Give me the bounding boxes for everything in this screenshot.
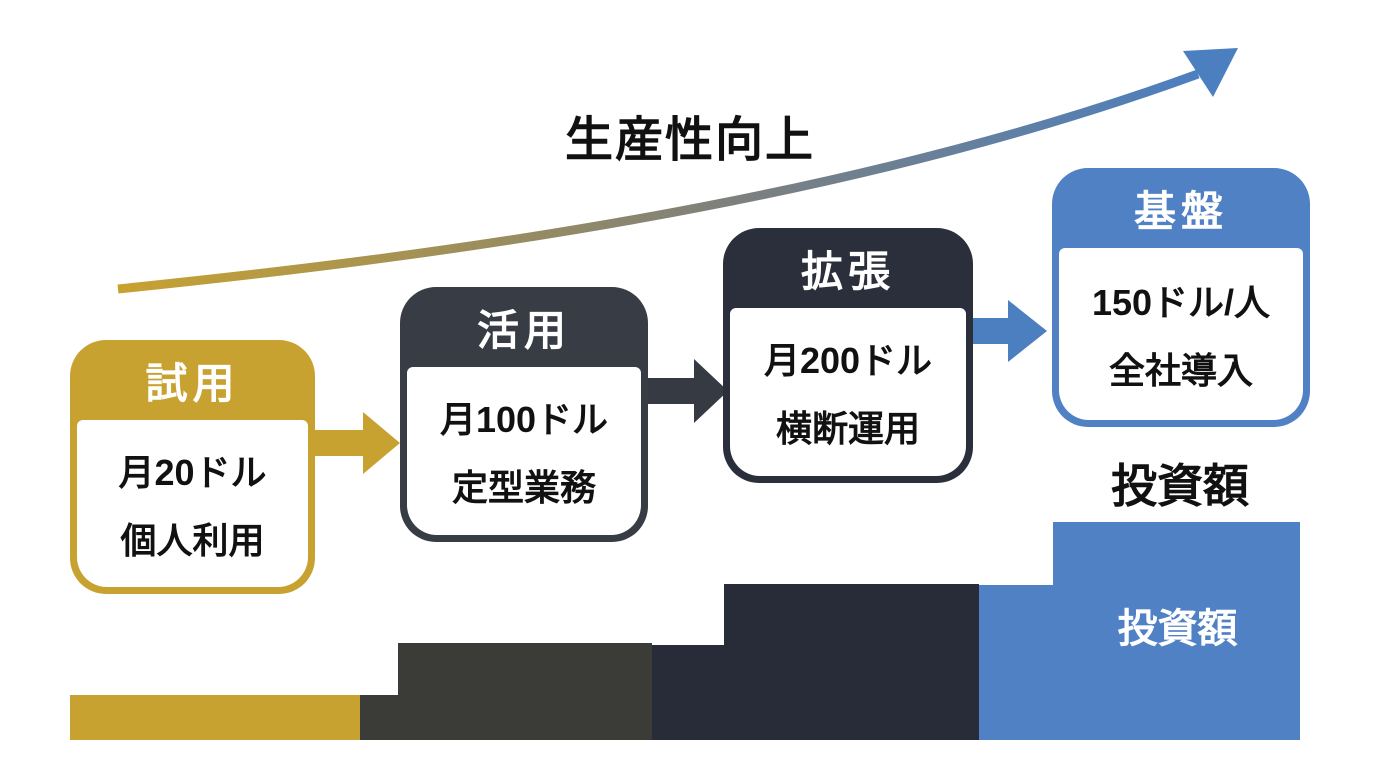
stage-card-platform-price: 150ドル/人 — [1091, 282, 1271, 323]
arrow-trial-to-utilize-icon — [311, 412, 400, 474]
stage-card-trial: 試用 月20ドル 個人利用 — [70, 340, 315, 594]
arrow-expand-to-platform-icon — [970, 300, 1047, 362]
stage-card-utilize-scope: 定型業務 — [451, 467, 596, 508]
investment-step-3 — [652, 584, 979, 740]
page-title: 生産性向上 — [564, 114, 815, 167]
stage-card-expand: 拡張 月200ドル 横断運用 — [723, 228, 973, 483]
stage-card-utilize-price: 月100ドル — [439, 399, 609, 440]
stage-card-trial-price: 月20ドル — [118, 451, 267, 493]
stage-card-trial-scope: 個人利用 — [120, 519, 265, 561]
investment-step-4 — [979, 522, 1300, 740]
investment-step-1 — [70, 695, 360, 740]
stage-card-utilize-title: 活用 — [476, 306, 571, 354]
stage-card-trial-body: 月20ドル 個人利用 — [77, 420, 308, 587]
stage-card-expand-price: 月200ドル — [763, 340, 933, 381]
stage-card-trial-title: 試用 — [145, 359, 240, 407]
stage-card-expand-title: 拡張 — [800, 247, 895, 295]
stage-card-platform-body: 150ドル/人 全社導入 — [1059, 248, 1303, 420]
arrow-utilize-to-expand-icon — [645, 359, 728, 423]
stage-card-platform: 基盤 150ドル/人 全社導入 — [1052, 168, 1310, 427]
growth-arrowhead-icon — [1183, 48, 1238, 97]
investment-bar-label: 投資額 — [1117, 607, 1238, 651]
stage-card-utilize-body: 月100ドル 定型業務 — [407, 367, 641, 535]
stage-card-expand-body: 月200ドル 横断運用 — [730, 308, 966, 476]
stage-card-expand-scope: 横断運用 — [775, 408, 920, 449]
stage-card-utilize: 活用 月100ドル 定型業務 — [400, 287, 648, 542]
stage-card-platform-title: 基盤 — [1133, 187, 1228, 235]
investment-step-2 — [360, 643, 652, 740]
investment-label: 投資額 — [1111, 460, 1249, 512]
growth-curve — [117, 69, 1200, 294]
stage-card-platform-scope: 全社導入 — [1108, 350, 1253, 391]
